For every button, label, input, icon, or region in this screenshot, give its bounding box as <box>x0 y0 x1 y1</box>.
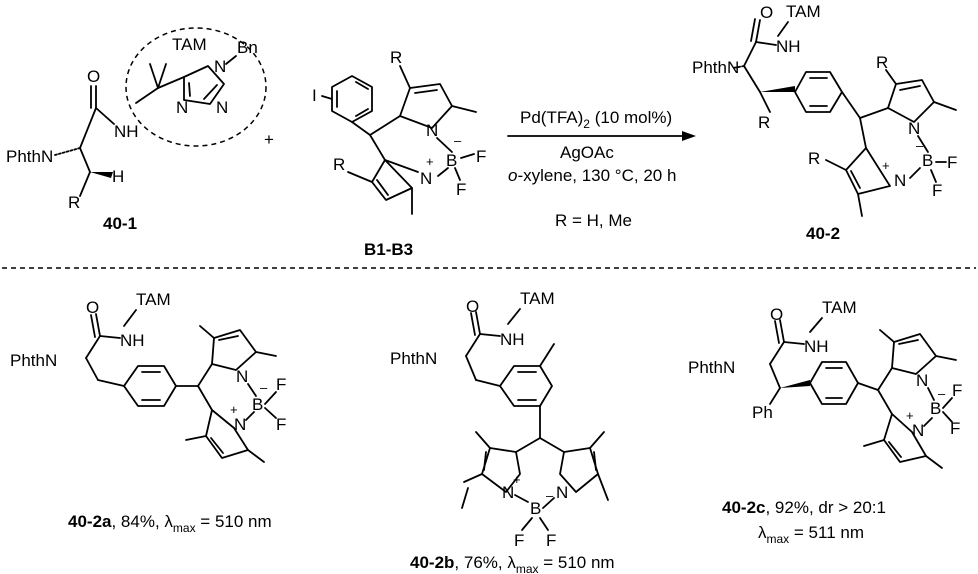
n-upper-a: N <box>236 367 248 386</box>
n-charge: + <box>426 154 434 169</box>
n-charge-a: + <box>230 402 238 417</box>
additive-text: AgOAc <box>560 143 614 162</box>
compound-label-40-1: 40-1 <box>103 214 137 233</box>
caption-40-2c-line1: 40-2c, 92%, dr > 20:1 <box>722 498 886 517</box>
example-40-2c: TAM NH O PhthN Ph N B – F F N + <box>688 298 962 546</box>
reactant-40-1: TAM N N N Bn NH O PhthN H R 40-1 <box>6 27 267 233</box>
n-upper: N <box>426 121 438 140</box>
r-product: R <box>758 113 770 132</box>
h-label: H <box>112 167 124 186</box>
boron: B <box>446 151 457 170</box>
boron-b: B <box>530 499 541 518</box>
fluorine-b-1: F <box>514 531 524 550</box>
triazole-ring <box>183 65 225 105</box>
fluorine-c-2: F <box>950 419 960 438</box>
boron-charge-b: – <box>546 488 554 503</box>
fluorine-b-2: F <box>546 531 556 550</box>
tam-label-b: TAM <box>520 289 555 308</box>
caption-40-2c-line2: λmax = 511 nm <box>758 523 864 546</box>
boron-charge-product: – <box>916 138 924 153</box>
r-product-upper: R <box>876 53 888 72</box>
triazole-n2: N <box>216 98 228 117</box>
caption-40-2a: 40-2a, 84%, λmax = 510 nm <box>68 512 272 535</box>
carbonyl-o-c: O <box>770 305 783 324</box>
phthn-label-c: PhthN <box>688 358 735 377</box>
caption-40-2b: 40-2b, 76%, λmax = 510 nm <box>410 553 615 574</box>
n-right-b: N <box>556 483 568 502</box>
n-upper-product: N <box>908 119 920 138</box>
tam-label-product: TAM <box>786 2 821 21</box>
catalyst-text: Pd(TFA)2 (10 mol%) <box>520 108 672 131</box>
r-product-lower: R <box>808 149 820 168</box>
triazole-n3: N <box>176 98 188 117</box>
wedge-bond <box>90 172 113 178</box>
r-upper: R <box>390 48 402 67</box>
carbonyl-o-product: O <box>760 3 773 22</box>
nh-label-b: NH <box>500 330 525 349</box>
fluorine-product-1: F <box>947 153 957 172</box>
n-upper-c: N <box>916 371 928 390</box>
tam-label: TAM <box>172 35 207 54</box>
solvent-text: o-xylene, 130 °C, 20 h <box>508 166 676 185</box>
n-left-b: N <box>502 483 514 502</box>
fluorine-c-1: F <box>952 381 962 400</box>
fluorine-product-2: F <box>932 181 942 200</box>
reaction-arrow-group: Pd(TFA)2 (10 mol%) AgOAc o-xylene, 130 °… <box>507 108 696 230</box>
nh-label: NH <box>114 122 139 141</box>
boron-charge: – <box>454 133 462 148</box>
boron-c: B <box>930 399 941 418</box>
reactant-b1-b3: I R N B – F F N + R B1-B3 <box>312 48 486 259</box>
n-lower: N <box>420 169 432 188</box>
n-lower-product: N <box>894 171 906 190</box>
carbonyl-o-a: O <box>86 298 99 317</box>
triazole-n1: N <box>214 57 226 76</box>
boron-product: B <box>922 151 933 170</box>
compound-label-40-2: 40-2 <box>806 224 840 243</box>
product-40-2: TAM NH O PhthN R R N B – F F N <box>692 2 957 243</box>
arrow-head <box>682 131 696 141</box>
tam-circle <box>125 27 267 147</box>
tam-label-c: TAM <box>822 298 857 317</box>
carbonyl-o-b: O <box>466 297 479 316</box>
example-40-2b: TAM NH O PhthN N + B – N F <box>390 289 615 574</box>
r-definition: R = H, Me <box>555 211 632 230</box>
fluorine-2: F <box>456 180 466 199</box>
phthn-label-a: PhthN <box>10 351 57 370</box>
phthn-label: PhthN <box>6 147 53 166</box>
n-charge-product: + <box>882 158 890 173</box>
boron-charge-c: – <box>938 386 946 401</box>
example-40-2a: TAM NH O PhthN N B – F F N + 40 <box>10 290 286 535</box>
fluorine-1: F <box>476 147 486 166</box>
fluorine-a-2: F <box>276 415 286 434</box>
n-lower-a: N <box>234 415 246 434</box>
n-charge-b: + <box>513 472 521 487</box>
nh-label-product: NH <box>776 37 801 56</box>
r-lower: R <box>333 155 345 174</box>
n-charge-c: + <box>906 408 914 423</box>
compound-label-b1-b3: B1-B3 <box>364 240 413 259</box>
nh-label-c: NH <box>804 337 829 356</box>
boron-a: B <box>252 395 263 414</box>
fluorine-a-1: F <box>276 375 286 394</box>
iodo-label: I <box>312 86 317 105</box>
ph-label-c: Ph <box>752 403 773 422</box>
plus-sign: + <box>264 130 274 149</box>
boron-charge-a: – <box>260 380 268 395</box>
phthn-label-product: PhthN <box>692 58 739 77</box>
carbonyl-o: O <box>87 67 100 86</box>
r-label: R <box>68 193 80 212</box>
nh-label-a: NH <box>120 331 145 350</box>
n-lower-c: N <box>912 421 924 440</box>
phthn-label-b: PhthN <box>390 349 437 368</box>
tam-label-a: TAM <box>136 290 171 309</box>
bn-label: Bn <box>237 38 258 57</box>
